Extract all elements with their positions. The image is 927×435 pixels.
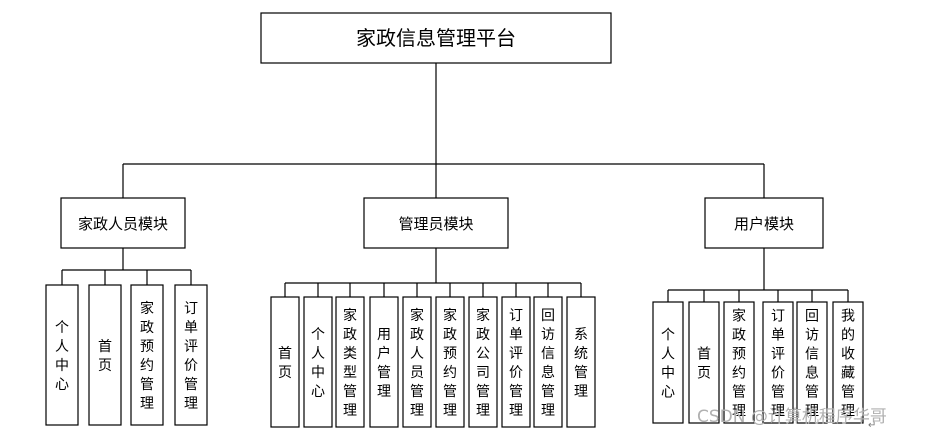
child-node: 用户管理: [369, 296, 399, 428]
child-label: 回访信息管理: [805, 308, 819, 419]
child-label: 我的收藏管理: [841, 308, 855, 419]
child-label: 家政预约管理: [732, 307, 746, 419]
child-label: 首页: [98, 339, 112, 374]
child-node: 家政人员管理: [402, 296, 432, 428]
child-box: [501, 296, 531, 428]
child-box: [88, 284, 122, 426]
child-node: 个人中心: [45, 284, 79, 426]
paragraph-mark-icon: ↵: [868, 420, 877, 431]
child-node: 首页: [88, 284, 122, 426]
module-box: [60, 197, 186, 249]
child-box: [688, 301, 720, 424]
module-node: 用户模块: [704, 197, 824, 249]
child-node: 订单评价管理: [174, 284, 208, 426]
child-box: [335, 296, 365, 428]
child-label: 家政公司管理: [476, 307, 490, 419]
child-label: 家政人员管理: [410, 307, 424, 419]
child-box: [270, 296, 300, 428]
module-label: 管理员模块: [398, 215, 473, 233]
child-label: 订单评价管理: [509, 308, 523, 419]
child-node: 首页: [270, 296, 300, 428]
child-label: 订单评价管理: [184, 301, 198, 412]
root-label: 家政信息管理平台: [356, 26, 516, 50]
child-box: [174, 284, 208, 426]
root-node: 家政信息管理平台: [260, 12, 612, 64]
child-node: 系统管理: [566, 296, 596, 428]
child-label: 首页: [278, 346, 292, 381]
child-label: 订单评价管理: [771, 308, 785, 419]
child-node: 订单评价管理: [762, 301, 794, 424]
child-node: 家政预约管理: [723, 301, 755, 424]
child-node: 个人中心: [303, 296, 333, 428]
child-label: 家政预约管理: [443, 307, 457, 419]
module-box: [363, 197, 509, 249]
child-node: 回访信息管理: [533, 296, 563, 428]
child-label: 个人中心: [311, 327, 325, 400]
child-box: [533, 296, 563, 428]
child-node: 首页: [688, 301, 720, 424]
child-label: 个人中心: [55, 320, 69, 393]
child-node: 个人中心: [652, 301, 684, 424]
child-label: 家政类型管理: [343, 307, 357, 419]
child-label: 系统管理: [574, 327, 588, 400]
child-box: [402, 296, 432, 428]
child-box: [369, 296, 399, 428]
child-label: 首页: [697, 346, 711, 381]
child-box: [45, 284, 79, 426]
child-node: 订单评价管理: [501, 296, 531, 428]
child-box: [723, 301, 755, 424]
child-node: 家政公司管理: [468, 296, 498, 428]
module-node: 管理员模块: [363, 197, 509, 249]
child-box: [652, 301, 684, 424]
child-box: [566, 296, 596, 428]
child-box: [435, 296, 465, 428]
child-label: 个人中心: [661, 327, 675, 400]
module-node: 家政人员模块: [60, 197, 186, 249]
child-box: [832, 301, 864, 424]
child-node: 家政预约管理: [435, 296, 465, 428]
module-box: [704, 197, 824, 249]
module-label: 家政人员模块: [78, 215, 168, 233]
child-box: [796, 301, 828, 424]
child-label: 用户管理: [377, 327, 391, 400]
child-box: [130, 284, 164, 426]
child-node: 回访信息管理: [796, 301, 828, 424]
child-node: 我的收藏管理: [832, 301, 864, 424]
child-label: 回访信息管理: [541, 308, 555, 419]
child-node: 家政预约管理: [130, 284, 164, 426]
child-box: [303, 296, 333, 428]
module-label: 用户模块: [734, 215, 794, 233]
child-box: [468, 296, 498, 428]
child-box: [762, 301, 794, 424]
root-box: [260, 12, 612, 64]
child-label: 家政预约管理: [140, 300, 154, 412]
child-node: 家政类型管理: [335, 296, 365, 428]
